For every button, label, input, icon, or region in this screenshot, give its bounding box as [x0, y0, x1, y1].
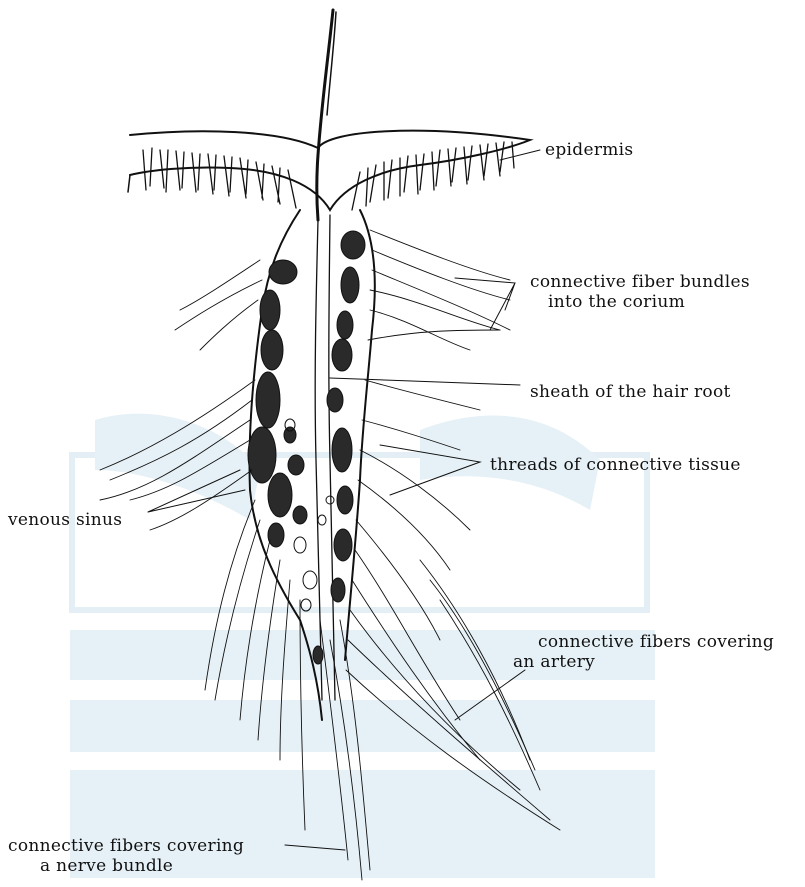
- hair-shaft: [317, 10, 333, 220]
- label-threads-of-connective-tissue: threads of connective tissue: [490, 455, 741, 475]
- label-sheath-of-hair-root: sheath of the hair root: [530, 382, 731, 402]
- rete-ridges-left: [143, 148, 296, 208]
- label-fibers-covering-nerve-bundle: connective fibers covering a nerve bundl…: [8, 836, 244, 876]
- leader-epidermis: [500, 150, 540, 160]
- leader-sheath: [330, 378, 520, 385]
- leader-nerve: [285, 845, 345, 850]
- label-fibers-covering-artery: connective fibers covering an artery: [538, 632, 774, 672]
- label-epidermis: epidermis: [545, 140, 633, 160]
- label-connective-fiber-bundles: connective fiber bundles into the corium: [530, 272, 750, 312]
- open-sinus-spaces: [285, 419, 334, 611]
- leader-artery: [455, 670, 525, 720]
- epidermis-surface: [130, 131, 530, 210]
- label-venous-sinus: venous sinus: [8, 510, 122, 530]
